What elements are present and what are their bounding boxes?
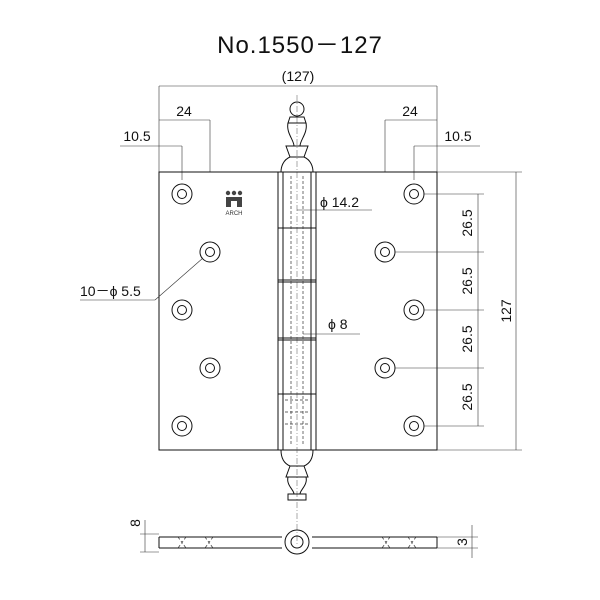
pitch-dimensions: 26.5 26.5 26.5 26.5 xyxy=(395,193,484,427)
screw-hole xyxy=(403,415,425,437)
pitch-label: 26.5 xyxy=(459,209,475,236)
screw-hole xyxy=(199,357,221,379)
knuckle-diameter-label: ϕ 14.2 xyxy=(320,194,359,210)
side-view: 8 3 xyxy=(127,519,478,558)
height-label: 127 xyxy=(498,299,514,323)
screw-holes xyxy=(171,183,425,437)
screw-hole xyxy=(171,415,193,437)
screw-hole xyxy=(171,183,193,205)
screw-hole xyxy=(403,183,425,205)
hinge-plates xyxy=(158,171,438,451)
logo-text: ARCH xyxy=(225,211,242,217)
knuckle-diameter-callout: ϕ 14.2 xyxy=(297,194,372,211)
screw-hole xyxy=(374,241,396,263)
screw-hole xyxy=(199,241,221,263)
pitch-label: 26.5 xyxy=(459,325,475,352)
screw-hole xyxy=(171,299,193,321)
pitch-label: 26.5 xyxy=(459,267,475,294)
top-finial xyxy=(280,101,314,173)
hole-spec-callout: 10－ϕ 5.5 xyxy=(80,257,204,301)
screw-hole xyxy=(374,357,396,379)
bottom-finial xyxy=(280,449,314,501)
pin-diameter-label: ϕ 8 xyxy=(328,316,348,332)
pitch-label: 26.5 xyxy=(459,383,475,410)
open-height-label: 8 xyxy=(127,519,143,527)
overall-width-label: (127) xyxy=(282,68,315,84)
edge-right-label: 10.5 xyxy=(444,128,471,144)
hole-spec-label: 10－ϕ 5.5 xyxy=(80,283,141,299)
height-dimension: 127 xyxy=(437,171,522,451)
pin-diameter-callout: ϕ 8 xyxy=(303,316,360,335)
plate-thickness-label: 3 xyxy=(454,538,470,546)
arch-logo: ARCH xyxy=(225,190,243,217)
edge-distance-dimensions: 10.5 10.5 xyxy=(120,128,480,180)
edge-left-label: 10.5 xyxy=(123,128,150,144)
hole-offset-left-label: 24 xyxy=(176,103,192,119)
hole-offset-dimensions: 24 24 xyxy=(159,103,437,172)
screw-hole xyxy=(403,299,425,321)
overall-width-dimension: (127) xyxy=(158,68,438,172)
hole-offset-right-label: 24 xyxy=(402,103,418,119)
drawing-title: No.1550－127 xyxy=(217,32,383,59)
